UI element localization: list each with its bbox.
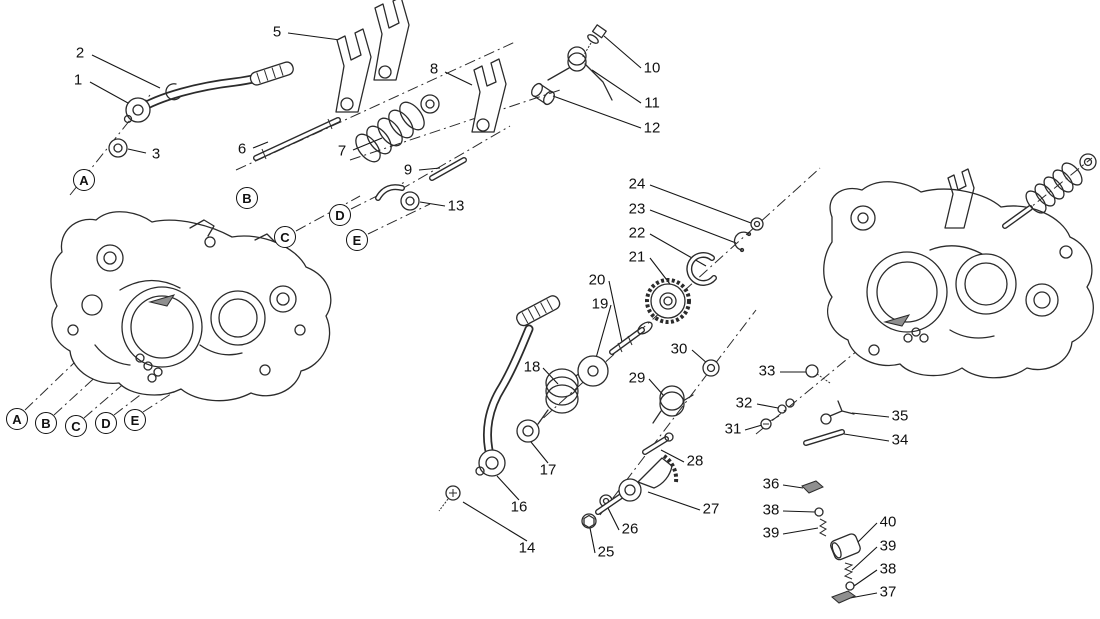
- part-gearshift-lever-1: [123, 61, 294, 124]
- callout-20: 20: [588, 271, 606, 289]
- callout-30: 30: [670, 340, 688, 358]
- part-right-fork: [944, 168, 975, 229]
- callout-29: 29: [628, 369, 646, 387]
- part-ball-38-upper: [814, 507, 824, 517]
- part-right-spring-stack: [1002, 153, 1097, 229]
- ref-letter-a-top: A: [73, 169, 95, 191]
- part-shift-forks-5: [335, 0, 410, 113]
- part-ratchet-22: [686, 251, 717, 286]
- ref-letter-e-bottom: E: [124, 409, 146, 431]
- part-fork-lever-35: [820, 400, 855, 425]
- part-bolt-25: [581, 513, 597, 529]
- callout-23: 23: [628, 200, 646, 218]
- callout-26: 26: [621, 520, 639, 538]
- callout-22: 22: [628, 224, 646, 242]
- part-kick-stopper-27: [618, 454, 679, 502]
- part-roller-12: [531, 82, 555, 106]
- callout-38-lower: 38: [879, 560, 897, 578]
- part-washer-30: [702, 359, 720, 377]
- ref-letter-b-bottom: B: [35, 412, 57, 434]
- callout-25: 25: [597, 543, 615, 561]
- part-spring-39-lower: [843, 562, 854, 580]
- part-bolt-10: [581, 24, 607, 59]
- left-crankcase: [50, 211, 332, 402]
- right-crankcase: [823, 153, 1097, 379]
- callout-8: 8: [429, 60, 439, 78]
- callout-18: 18: [523, 358, 541, 376]
- callout-21: 21: [628, 248, 646, 266]
- callout-12: 12: [643, 119, 661, 137]
- ref-letter-a-bottom: A: [6, 408, 28, 430]
- ref-letter-b-top: B: [236, 187, 258, 209]
- part-spring-29: [652, 385, 694, 424]
- callout-38-upper: 38: [762, 501, 780, 519]
- part-washer-24: [750, 217, 764, 231]
- part-plate-37: [831, 590, 857, 604]
- leader-lines: [89, 32, 890, 599]
- callout-39-upper: 39: [762, 524, 780, 542]
- callout-36: 36: [762, 475, 780, 493]
- callout-33: 33: [758, 362, 776, 380]
- callout-27: 27: [702, 500, 720, 518]
- callout-16: 16: [510, 498, 528, 516]
- part-pawl-lever-13: [375, 184, 420, 211]
- callout-6: 6: [237, 140, 247, 158]
- part-return-spring-11: [547, 46, 613, 101]
- callout-37: 37: [879, 583, 897, 601]
- part-bolt-28: [642, 432, 674, 455]
- ref-letter-c-top: C: [274, 226, 296, 248]
- ref-letter-e-top: E: [346, 229, 368, 251]
- part-shift-cam-spring-7: [355, 94, 440, 163]
- part-kick-shaft-20: [609, 321, 653, 355]
- callout-3: 3: [151, 145, 161, 163]
- callout-28: 28: [686, 452, 704, 470]
- part-pin-clip-32: [777, 398, 795, 414]
- callout-1: 1: [73, 71, 83, 89]
- callout-34: 34: [891, 431, 909, 449]
- part-fork-shaft-6: [253, 117, 341, 161]
- ref-letter-c-bottom: C: [65, 415, 87, 437]
- part-screw-31: [760, 415, 780, 430]
- callout-2: 2: [75, 44, 85, 62]
- callout-10: 10: [643, 59, 661, 77]
- callout-7: 7: [337, 142, 347, 160]
- part-spring-guide-19: [577, 355, 609, 387]
- part-rod-34: [803, 429, 845, 446]
- callout-31: 31: [724, 420, 742, 438]
- callout-39-lower: 39: [879, 537, 897, 555]
- part-plate-36: [801, 480, 824, 494]
- part-kick-gear-21: [645, 278, 691, 324]
- callout-9: 9: [403, 161, 413, 179]
- callout-32: 32: [735, 394, 753, 412]
- part-washer-3: [108, 138, 128, 158]
- part-washer-17: [516, 419, 540, 443]
- part-circlip-23: [733, 231, 752, 253]
- callout-19: 19: [591, 295, 609, 313]
- part-pin-9: [429, 157, 467, 181]
- part-spring-39-upper: [819, 518, 827, 537]
- callout-5: 5: [272, 23, 282, 41]
- callout-13: 13: [447, 197, 465, 215]
- callout-40: 40: [879, 513, 897, 531]
- callout-35: 35: [891, 407, 909, 425]
- part-ball-38-lower: [845, 581, 855, 591]
- callout-24: 24: [628, 175, 646, 193]
- part-shift-fork-8: [471, 58, 507, 133]
- part-switch-bolt-33: [805, 364, 831, 384]
- part-screw-14: [438, 485, 461, 512]
- ref-letter-d-top: D: [329, 204, 351, 226]
- ref-letter-d-bottom: D: [95, 412, 117, 434]
- callout-17: 17: [539, 461, 557, 479]
- callout-14: 14: [518, 539, 536, 557]
- part-kick-lever-16: [475, 295, 561, 477]
- part-detent-body-40: [830, 533, 861, 561]
- part-clip-2: [165, 83, 181, 101]
- callout-11: 11: [644, 94, 660, 112]
